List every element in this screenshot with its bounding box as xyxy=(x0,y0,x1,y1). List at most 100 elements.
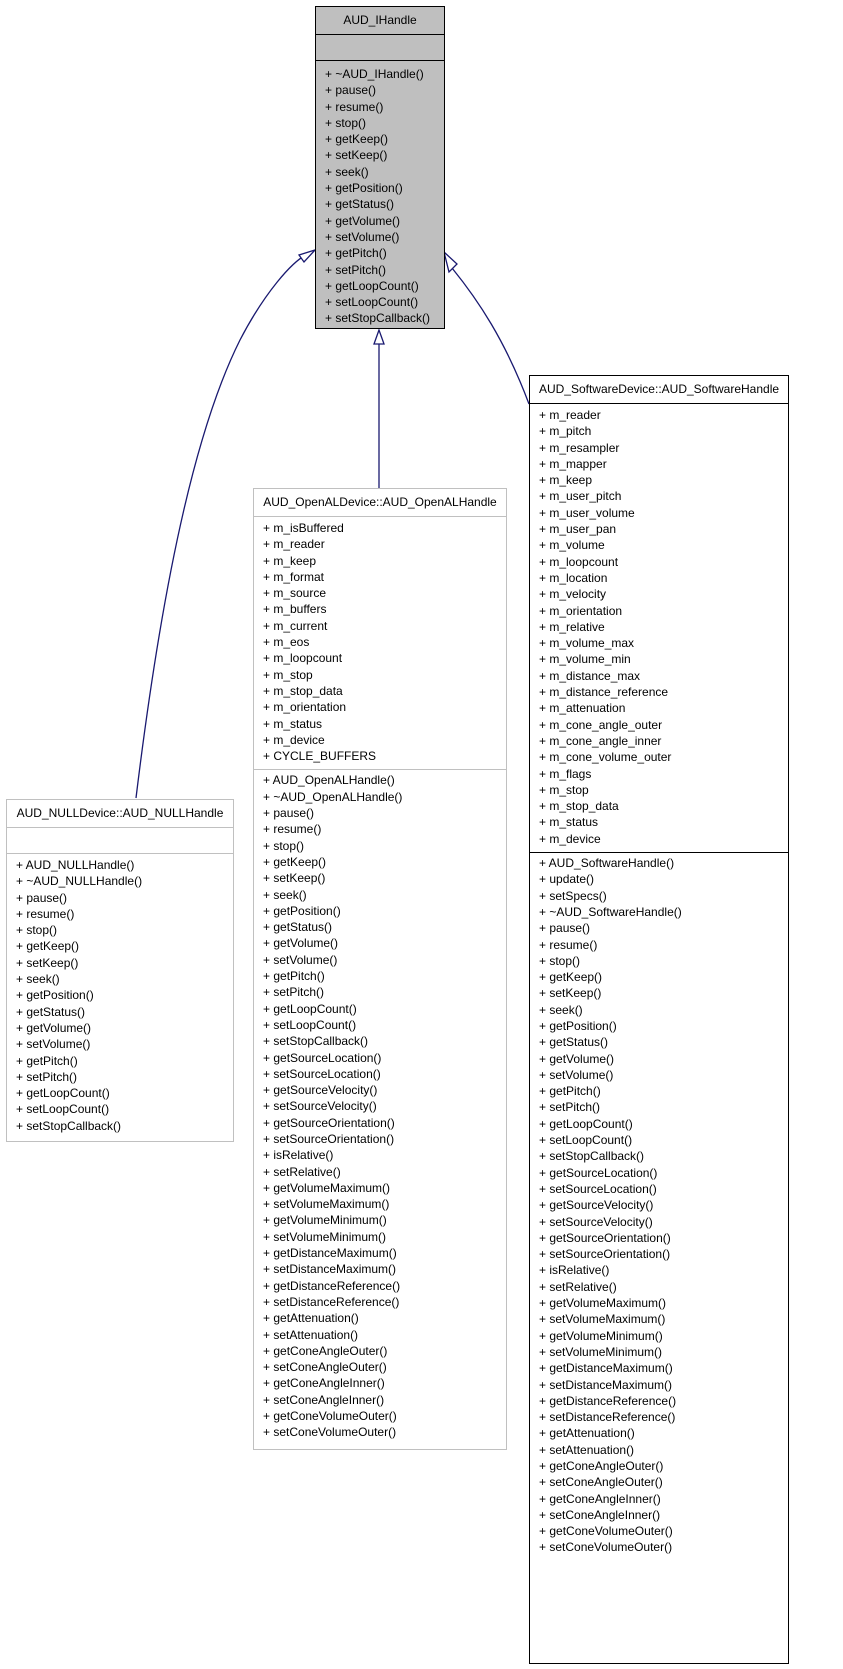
method: + setDistanceMaximum() xyxy=(539,1377,673,1392)
attribute: + m_keep xyxy=(539,473,593,488)
attribute: + m_loopcount xyxy=(539,554,619,569)
method: + setSourceLocation() xyxy=(539,1181,657,1196)
method: + getSourceLocation() xyxy=(539,1165,658,1180)
class-box-aud-ihandle[interactable]: AUD_IHandle + ~AUD_IHandle() + pause() +… xyxy=(315,6,445,329)
attributes-section xyxy=(316,34,444,60)
method: + getKeep() xyxy=(16,939,80,954)
attribute: + m_volume_min xyxy=(539,652,631,667)
method: + setStopCallback() xyxy=(539,1149,645,1164)
method: + setSourceOrientation() xyxy=(263,1131,395,1146)
method: + setSourceOrientation() xyxy=(539,1247,671,1262)
hollow-triangle-icon xyxy=(442,250,458,274)
class-box-aud-softwarehandle[interactable]: AUD_SoftwareDevice::AUD_SoftwareHandle +… xyxy=(529,375,789,1664)
method: + setStopCallback() xyxy=(263,1034,369,1049)
attributes-section xyxy=(7,827,233,853)
attribute: + m_current xyxy=(263,618,328,633)
method: + setConeAngleInner() xyxy=(539,1507,661,1522)
method: + setPitch() xyxy=(325,262,387,277)
attribute: + m_user_pitch xyxy=(539,489,622,504)
method: + getPosition() xyxy=(16,988,94,1003)
method: + getKeep() xyxy=(325,132,389,147)
method: + update() xyxy=(539,872,595,887)
method: + setKeep() xyxy=(16,955,79,970)
method: + getPosition() xyxy=(325,181,403,196)
attribute: + m_distance_reference xyxy=(539,685,669,700)
method: + getKeep() xyxy=(539,970,603,985)
attribute: + m_flags xyxy=(539,766,592,781)
method: + getSourceOrientation() xyxy=(539,1230,671,1245)
method: + getConeAngleInner() xyxy=(263,1376,385,1391)
method: + stop() xyxy=(539,953,581,968)
method: + stop() xyxy=(325,115,367,130)
attribute: + m_attenuation xyxy=(539,701,626,716)
method: + getVolumeMinimum() xyxy=(263,1213,387,1228)
method: + setKeep() xyxy=(325,148,388,163)
method: + setDistanceReference() xyxy=(539,1410,676,1425)
attribute: + m_user_pan xyxy=(539,522,617,537)
attribute: + m_keep xyxy=(263,553,317,568)
method: + setAttenuation() xyxy=(263,1327,359,1342)
methods-section: + AUD_NULLHandle() + ~AUD_NULLHandle() +… xyxy=(7,853,233,1137)
method: + seek() xyxy=(263,887,307,902)
method: + getVolume() xyxy=(263,936,339,951)
method: + getConeVolumeOuter() xyxy=(263,1409,397,1424)
method: + getPosition() xyxy=(263,903,341,918)
attribute: + m_device xyxy=(539,831,601,846)
method: + setConeAngleOuter() xyxy=(263,1360,387,1375)
hollow-triangle-icon xyxy=(297,248,318,264)
method: + getStatus() xyxy=(16,1004,86,1019)
attributes-section: + m_isBuffered + m_reader + m_keep + m_f… xyxy=(254,516,506,769)
method: + setKeep() xyxy=(539,986,602,1001)
method: + setConeVolumeOuter() xyxy=(539,1540,673,1555)
method: + setLoopCount() xyxy=(16,1102,110,1117)
method: + setSourceVelocity() xyxy=(263,1099,377,1114)
method: + ~AUD_IHandle() xyxy=(325,67,424,81)
attribute: + m_reader xyxy=(263,537,325,552)
method: + getConeAngleOuter() xyxy=(263,1343,388,1358)
method: + getLoopCount() xyxy=(16,1086,110,1101)
attribute: + m_stop_data xyxy=(539,799,619,814)
attributes-section: + m_reader + m_pitch + m_resampler + m_m… xyxy=(530,403,788,852)
method: + setVolume() xyxy=(263,952,338,967)
method: + getVolumeMinimum() xyxy=(539,1328,663,1343)
method: + getAttenuation() xyxy=(263,1311,359,1326)
method: + setVolumeMinimum() xyxy=(539,1344,663,1359)
class-box-aud-openalhandle[interactable]: AUD_OpenALDevice::AUD_OpenALHandle + m_i… xyxy=(253,488,507,1450)
method: + isRelative() xyxy=(539,1263,610,1278)
method: + resume() xyxy=(539,937,598,952)
method: + setPitch() xyxy=(263,985,325,1000)
method: + isRelative() xyxy=(263,1148,334,1163)
class-box-aud-nullhandle[interactable]: AUD_NULLDevice::AUD_NULLHandle + AUD_NUL… xyxy=(6,799,234,1142)
method: + setRelative() xyxy=(539,1279,617,1294)
class-name: AUD_SoftwareDevice::AUD_SoftwareHandle xyxy=(538,382,780,396)
method: + setVolume() xyxy=(325,229,400,244)
attribute: + m_volume xyxy=(539,538,605,553)
method: + setPitch() xyxy=(539,1100,601,1115)
method: + getLoopCount() xyxy=(325,278,419,293)
method: + AUD_OpenALHandle() xyxy=(263,773,395,788)
method: + setPitch() xyxy=(16,1069,78,1084)
method: + getSourceVelocity() xyxy=(263,1083,378,1098)
method: + AUD_NULLHandle() xyxy=(16,858,135,872)
method: + setSourceVelocity() xyxy=(539,1214,653,1229)
method: + setSourceLocation() xyxy=(263,1066,381,1081)
method: + resume() xyxy=(263,822,322,837)
method: + getVolume() xyxy=(325,213,401,228)
method: + getAttenuation() xyxy=(539,1426,635,1441)
attribute: + m_stop xyxy=(539,782,589,797)
method: + ~AUD_SoftwareHandle() xyxy=(539,904,682,919)
attribute: + m_stop_data xyxy=(263,683,343,698)
inheritance-arrow-null xyxy=(135,254,307,799)
method: + setLoopCount() xyxy=(539,1133,633,1148)
method: + setVolume() xyxy=(539,1067,614,1082)
attribute: + m_distance_max xyxy=(539,668,641,683)
hollow-triangle-icon xyxy=(373,328,385,345)
method: + stop() xyxy=(16,923,58,938)
attribute: + m_orientation xyxy=(263,700,347,715)
method: + stop() xyxy=(263,838,305,853)
method: + getPitch() xyxy=(16,1053,78,1068)
attribute: + m_device xyxy=(263,732,325,747)
method: + setDistanceMaximum() xyxy=(263,1262,397,1277)
methods-section: + ~AUD_IHandle() + pause() + resume() + … xyxy=(316,60,444,330)
